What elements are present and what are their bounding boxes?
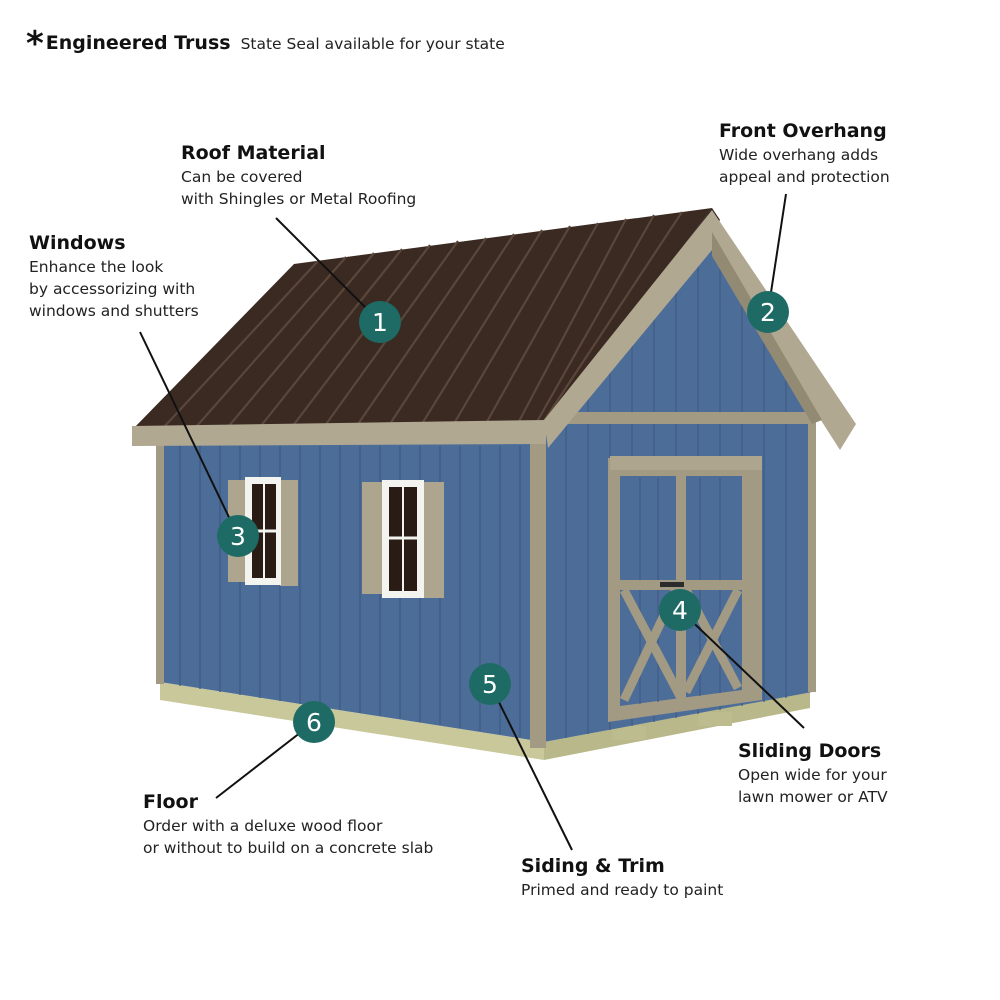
callout-title: Floor [143, 791, 198, 813]
callout-title: Siding & Trim [521, 855, 665, 877]
header: *Engineered Truss State Seal available fo… [26, 24, 505, 64]
callout-title: Front Overhang [719, 120, 887, 142]
header-note: State Seal available for your state [240, 35, 505, 53]
corner-trim-front [530, 436, 546, 748]
gable-band-trim [566, 412, 812, 424]
window-right [362, 480, 444, 598]
marker-6 [293, 701, 335, 743]
callout-windows: Windows Enhance the look by accessorizin… [29, 230, 199, 322]
roof-ribs [163, 211, 683, 428]
callout-text: Can be covered [181, 168, 303, 186]
floor-skid [698, 712, 732, 726]
marker-3 [217, 515, 259, 557]
side-wall-corner-trim-left [156, 444, 164, 684]
marker-number-5: 5 [482, 670, 498, 699]
marker-number-6: 6 [306, 708, 322, 737]
marker-4 [659, 589, 701, 631]
rake-trim [544, 210, 856, 450]
callout-floor: Floor Order with a deluxe wood floor or … [143, 789, 433, 859]
callout-title: Roof Material [181, 142, 326, 164]
callout-text: or without to build on a concrete slab [143, 839, 434, 857]
floor-skid [612, 726, 646, 740]
callout-title: Windows [29, 232, 126, 254]
roof-panel [134, 208, 712, 428]
leader-line-3 [139, 331, 239, 537]
marker-2 [747, 291, 789, 333]
leader-line-4 [679, 609, 805, 729]
callout-text: appeal and protection [719, 168, 890, 186]
callout-text: with Shingles or Metal Roofing [181, 190, 417, 208]
header-title: Engineered Truss [45, 32, 231, 54]
leader-line-5 [489, 683, 573, 851]
callout-text: windows and shutters [29, 302, 199, 320]
marker-number-1: 1 [372, 308, 388, 337]
callout-text: Primed and ready to paint [521, 881, 724, 899]
callout-text: Wide overhang adds [719, 146, 879, 164]
callout-roof-material: Roof Material Can be covered with Shingl… [181, 140, 416, 210]
callout-title: Sliding Doors [738, 740, 882, 762]
callout-front-overhang: Front Overhang Wide overhang adds appeal… [719, 118, 890, 188]
floor-front [160, 682, 544, 760]
eave-fascia [132, 420, 546, 446]
marker-5 [469, 663, 511, 705]
callout-siding-trim: Siding & Trim Primed and ready to paint [521, 853, 723, 901]
callout-text: lawn mower or ATV [738, 788, 888, 806]
asterisk-mark: * [26, 24, 44, 64]
callout-text: Open wide for your [738, 766, 887, 784]
marker-number-4: 4 [672, 596, 688, 625]
leader-line-1 [275, 217, 381, 323]
callout-text: Enhance the look [29, 258, 164, 276]
callout-text: by accessorizing with [29, 280, 196, 298]
floor-right [544, 692, 810, 760]
marker-number-3: 3 [230, 522, 246, 551]
corner-trim-back [808, 420, 816, 692]
marker-number-2: 2 [760, 298, 776, 327]
callout-text: Order with a deluxe wood floor [143, 817, 383, 835]
callout-sliding-doors: Sliding Doors Open wide for your lawn mo… [738, 738, 888, 808]
marker-1 [359, 301, 401, 343]
